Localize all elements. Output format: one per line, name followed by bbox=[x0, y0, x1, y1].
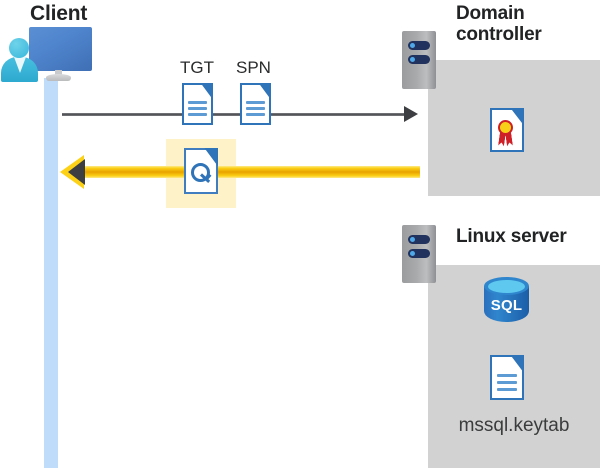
keytab-filename-label: mssql.keytab bbox=[458, 415, 570, 436]
monitor-screen-icon bbox=[29, 27, 92, 71]
server-led-bar bbox=[408, 41, 430, 50]
server-led-bar bbox=[408, 235, 430, 244]
tgt-label: TGT bbox=[180, 58, 214, 77]
person-collar-icon bbox=[14, 57, 26, 73]
document-text-line bbox=[246, 101, 265, 104]
linux-server-title: Linux server bbox=[456, 226, 567, 247]
response-arrow-head-inner-icon bbox=[68, 159, 85, 185]
document-text-line bbox=[188, 107, 207, 110]
server-led-bar bbox=[408, 249, 430, 258]
certificate-medal-icon bbox=[498, 120, 513, 135]
document-text-line bbox=[246, 107, 265, 110]
certificate-document-icon bbox=[490, 108, 524, 152]
response-arrow-line bbox=[76, 166, 420, 178]
request-arrow-line bbox=[62, 113, 407, 116]
server-led-dot bbox=[410, 43, 415, 48]
domain-controller-server-icon bbox=[402, 31, 436, 89]
document-text-line bbox=[188, 113, 207, 116]
person-body-icon bbox=[1, 57, 38, 82]
key-ring-icon bbox=[191, 163, 210, 182]
document-text-line bbox=[497, 381, 517, 384]
document-text-line bbox=[246, 113, 265, 116]
document-text-line bbox=[497, 374, 517, 377]
tgt-document-icon bbox=[182, 83, 213, 125]
spn-document-icon bbox=[240, 83, 271, 125]
linux-server-icon bbox=[402, 225, 436, 283]
server-led-dot bbox=[410, 57, 415, 62]
sql-cylinder-top-inner bbox=[488, 280, 525, 293]
monitor-base-icon bbox=[46, 74, 71, 81]
domain-controller-title: Domain controller bbox=[456, 3, 542, 46]
document-text-line bbox=[497, 388, 517, 391]
client-title: Client bbox=[30, 2, 88, 25]
client-lifeline bbox=[44, 78, 58, 468]
server-led-dot bbox=[410, 237, 415, 242]
document-text-line bbox=[188, 101, 207, 104]
request-arrow-head-icon bbox=[404, 106, 418, 122]
server-led-dot bbox=[410, 251, 415, 256]
keytab-document-icon bbox=[490, 355, 524, 400]
person-head-icon bbox=[9, 38, 29, 58]
server-led-bar bbox=[408, 55, 430, 64]
key-document-icon bbox=[184, 148, 218, 194]
sql-label: SQL bbox=[490, 297, 523, 314]
spn-label: SPN bbox=[236, 58, 271, 77]
sql-database-icon: SQL bbox=[484, 277, 529, 330]
